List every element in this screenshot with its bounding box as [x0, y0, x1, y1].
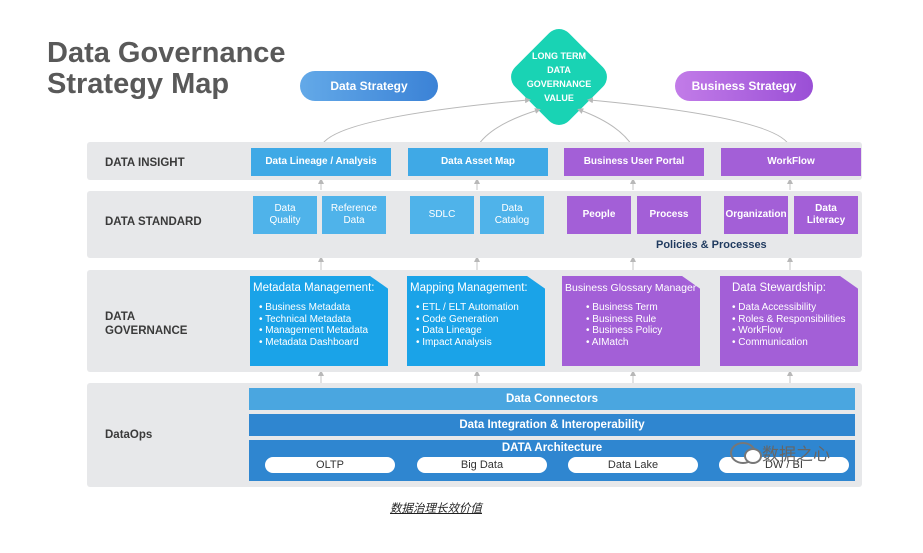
workflow-box: WorkFlow: [721, 148, 861, 176]
data-asset-map-box: Data Asset Map: [408, 148, 548, 176]
list-item: Data Lineage: [416, 325, 545, 337]
data-quality-box: Data Quality: [253, 196, 317, 234]
card-title: Business Glossary Manager: [565, 282, 697, 294]
list-item: ETL / ELT Automation: [416, 302, 545, 314]
list-item: AIMatch: [586, 337, 700, 349]
data-architecture-title: DATA Architecture: [501, 442, 603, 454]
mapping-management-card: Mapping Management: ETL / ELT Automation…: [407, 276, 545, 366]
metadata-management-card: Metadata Management: Business Metadata T…: [250, 276, 388, 366]
sdlc-box: SDLC: [410, 196, 474, 234]
arrow-to-value-4: [587, 97, 791, 148]
data-literacy-box: Data Literacy: [794, 196, 858, 234]
value-line-1: LONG TERM: [532, 51, 586, 61]
value-diamond-text: LONG TERM DATA GOVERNANCE VALUE: [510, 49, 608, 105]
people-box: People: [567, 196, 631, 234]
reference-data-label: Reference Data: [330, 203, 378, 226]
list-item: Business Term: [586, 302, 700, 314]
watermark: 数据之心: [730, 440, 830, 465]
caption: 数据治理长效价值: [390, 503, 482, 515]
list-item: Business Metadata: [259, 302, 388, 314]
data-quality-label: Data Quality: [269, 203, 301, 226]
data-lineage-analysis-box: Data Lineage / Analysis: [251, 148, 391, 176]
card-title: Data Stewardship:: [732, 282, 826, 294]
data-connectors-bar: Data Connectors: [249, 388, 855, 410]
list-item: Business Rule: [586, 314, 700, 326]
list-item: Business Policy: [586, 325, 700, 337]
oltp-pill: OLTP: [265, 457, 395, 473]
organization-box: Organization: [724, 196, 788, 234]
data-governance-label: DATA GOVERNANCE: [105, 310, 187, 338]
policies-processes-label: Policies & Processes: [656, 239, 767, 251]
page-title: Data Governance Strategy Map: [47, 38, 286, 100]
governance-label-line-1: DATA: [105, 311, 136, 323]
value-line-2: DATA: [547, 65, 571, 75]
data-insight-label: DATA INSIGHT: [105, 157, 185, 169]
card-title: Mapping Management:: [410, 282, 528, 294]
reference-data-box: Reference Data: [322, 196, 386, 234]
big-data-pill: Big Data: [417, 457, 547, 473]
data-standard-label: DATA STANDARD: [105, 216, 202, 228]
list-item: Impact Analysis: [416, 337, 545, 349]
list-item: Metadata Dashboard: [259, 337, 388, 349]
list-item: Roles & Responsibilities: [732, 314, 858, 326]
data-catalog-box: Data Catalog: [480, 196, 544, 234]
list-item: Management Metadata: [259, 325, 388, 337]
data-strategy-pill: Data Strategy: [300, 71, 438, 101]
layer-arrows: [318, 178, 793, 384]
dataops-label: DataOps: [105, 429, 153, 441]
list-item: Technical Metadata: [259, 314, 388, 326]
process-box: Process: [637, 196, 701, 234]
value-line-4: VALUE: [544, 93, 574, 103]
business-strategy-pill: Business Strategy: [675, 71, 813, 101]
business-glossary-card: Business Glossary Manager Business Term …: [562, 276, 700, 366]
arrow-to-value-1: [320, 97, 531, 148]
watermark-text: 数据之心: [762, 445, 830, 464]
card-title: Metadata Management:: [253, 282, 375, 294]
business-user-portal-box: Business User Portal: [564, 148, 704, 176]
wechat-icon: [730, 441, 762, 464]
data-catalog-label: Data Catalog: [494, 203, 530, 226]
list-item: Data Accessibility: [732, 302, 858, 314]
title-line-2: Strategy Map: [47, 68, 230, 100]
list-item: Communication: [732, 337, 858, 349]
title-line-1: Data Governance: [47, 37, 286, 69]
data-literacy-label: Data Literacy: [806, 203, 846, 226]
value-line-3: GOVERNANCE: [526, 79, 592, 89]
list-item: Code Generation: [416, 314, 545, 326]
list-item: WorkFlow: [732, 325, 858, 337]
data-lake-pill: Data Lake: [568, 457, 698, 473]
governance-label-line-2: GOVERNANCE: [105, 325, 188, 337]
data-integration-bar: Data Integration & Interoperability: [249, 414, 855, 436]
data-stewardship-card: Data Stewardship: Data Accessibility Rol…: [720, 276, 858, 366]
